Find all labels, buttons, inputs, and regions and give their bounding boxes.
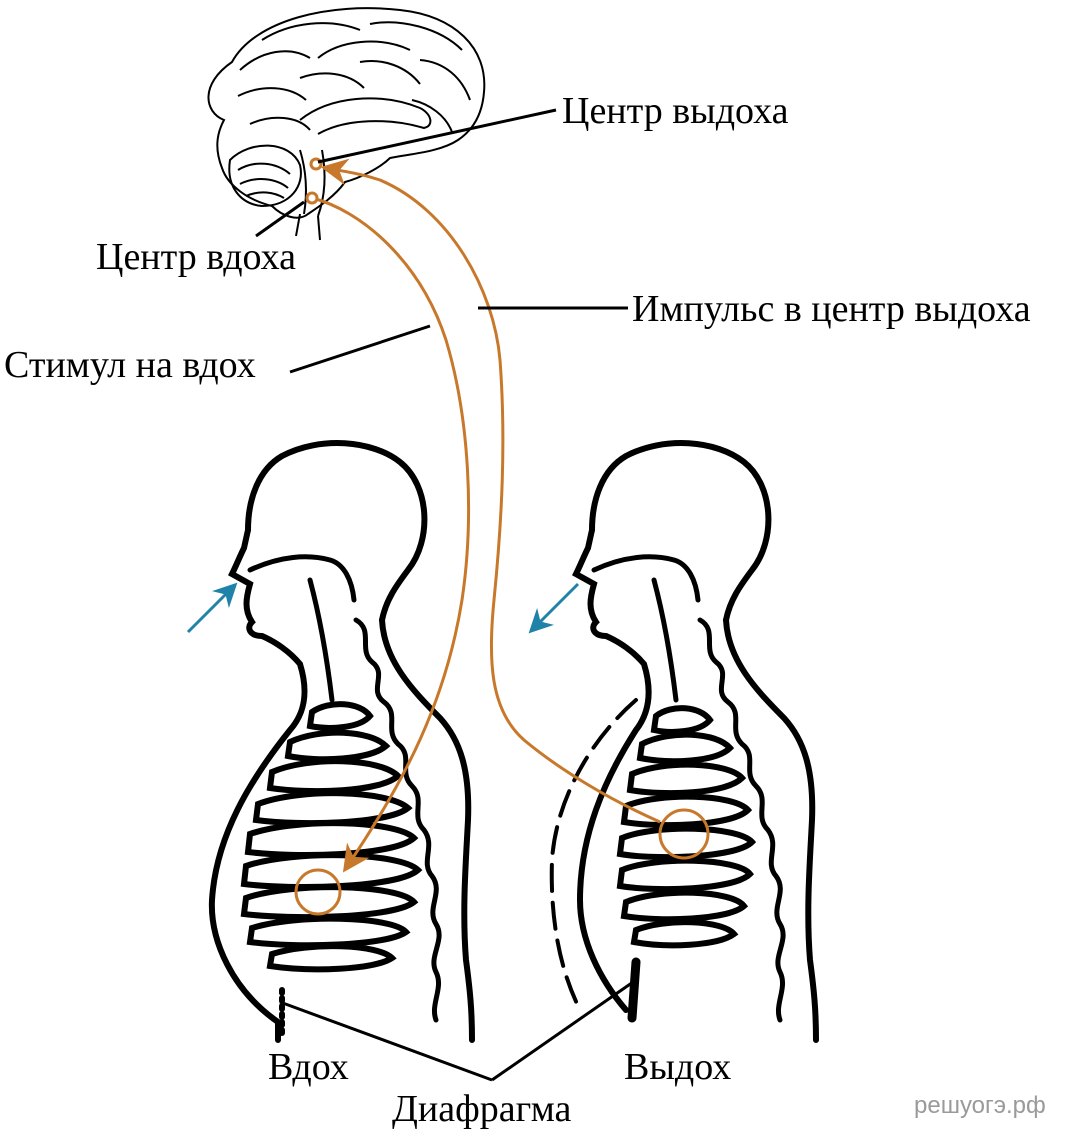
arrow-air-out-icon (528, 582, 580, 634)
watermark: решуогэ.рф (914, 1092, 1046, 1119)
leader-lines (255, 108, 637, 1082)
label-impulse-to-exhale-center: Импульс в центр выдоха (632, 288, 1031, 330)
label-diaphragm: Диафрагма (392, 1088, 572, 1130)
label-exhale: Выдох (624, 1046, 732, 1088)
torso-exhale-icon (549, 440, 819, 1043)
label-inhale: Вдох (268, 1046, 349, 1088)
arrow-air-in-icon (186, 582, 238, 634)
nerve-path-inhale-stimulus (311, 196, 471, 873)
label-exhale-center: Центр выдоха (562, 90, 789, 132)
brain-icon (207, 7, 486, 241)
label-inhale-center: Центр вдоха (96, 236, 296, 278)
inhale-target-circle (294, 868, 342, 916)
ribcage-inhale (240, 701, 423, 973)
ribcage-exhale (616, 705, 757, 949)
exhale-target-circle (658, 808, 710, 860)
nerve-path-impulse-exhale (320, 158, 661, 824)
inhale-center-marker (305, 191, 319, 205)
label-inhale-stimulus: Стимул на вдох (4, 344, 256, 386)
torso-inhale-icon (208, 440, 475, 1043)
